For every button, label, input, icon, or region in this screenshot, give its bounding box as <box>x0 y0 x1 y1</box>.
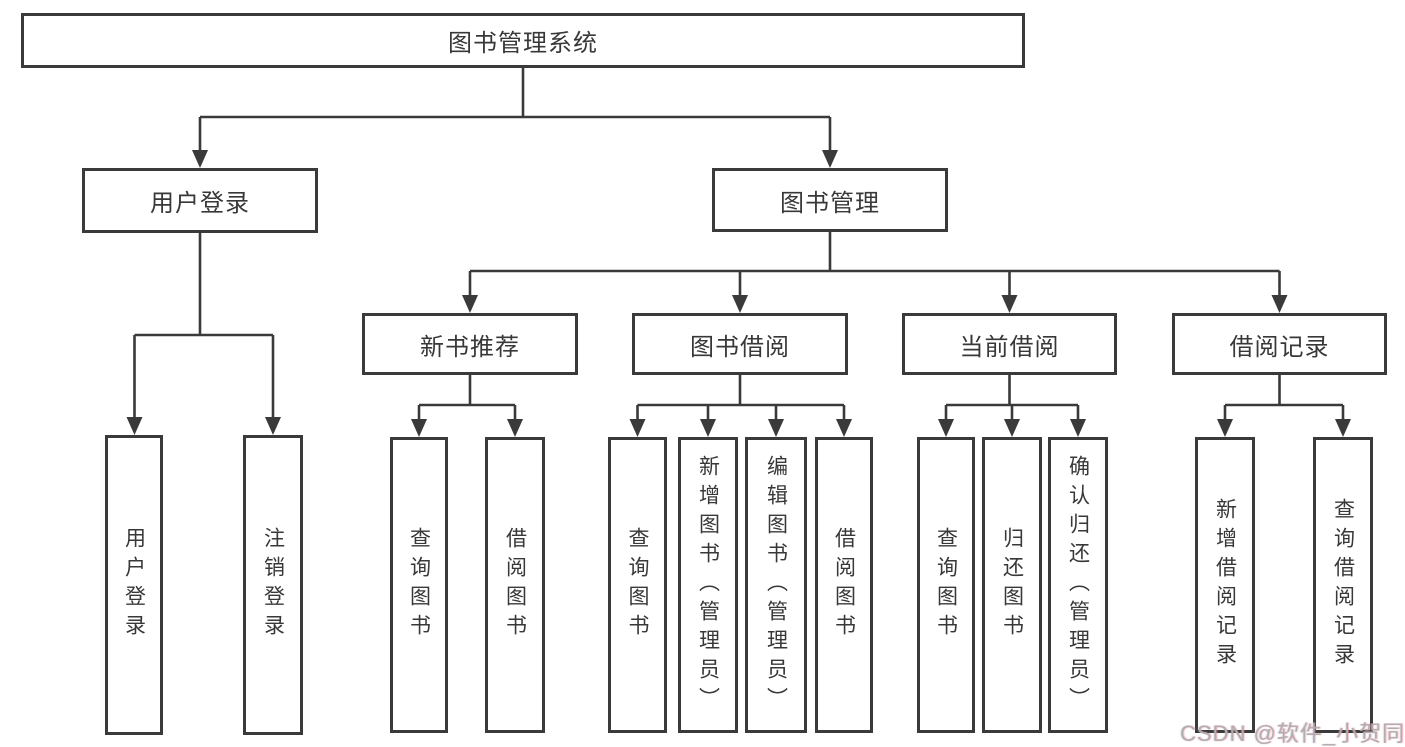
leaf-label: 借阅图书 <box>503 527 527 643</box>
node-return-books: 归还图书 <box>982 437 1042 733</box>
node-user-login: 用户登录 <box>82 168 318 233</box>
node-query-books-recommend: 查询图书 <box>390 437 448 733</box>
leaf-label: 确认归还（管理员） <box>1066 454 1090 716</box>
node-edit-books-admin: 编辑图书（管理员） <box>745 437 807 733</box>
leaf-label: 新增借阅记录 <box>1213 498 1237 672</box>
node-new-book-recommend: 新书推荐 <box>362 313 578 375</box>
leaf-label: 注销登录 <box>261 527 285 643</box>
leaf-label: 用户登录 <box>122 527 146 643</box>
node-library-management-system: 图书管理系统 <box>21 13 1025 68</box>
leaf-label: 查询借阅记录 <box>1331 498 1355 672</box>
node-borrow-books-recommend: 借阅图书 <box>485 437 545 733</box>
node-confirm-return-admin: 确认归还（管理员） <box>1048 437 1108 733</box>
node-add-books-admin: 新增图书（管理员） <box>678 437 738 733</box>
node-book-management: 图书管理 <box>712 168 948 232</box>
leaf-label: 归还图书 <box>1000 527 1024 643</box>
leaf-label: 查询图书 <box>407 527 431 643</box>
leaf-label: 借阅图书 <box>832 527 856 643</box>
node-user-login-leaf: 用户登录 <box>105 435 163 735</box>
leaf-label: 编辑图书（管理员） <box>764 454 788 716</box>
node-book-borrowing: 图书借阅 <box>632 313 848 375</box>
csdn-watermark: CSDN @软件_小贺同学 <box>1180 721 1405 746</box>
leaf-label: 新增图书（管理员） <box>696 454 720 716</box>
node-query-books-borrowing: 查询图书 <box>608 437 667 733</box>
node-current-borrowing: 当前借阅 <box>902 313 1117 375</box>
arrowhead-icons <box>126 150 1351 437</box>
node-borrow-books-leaf: 借阅图书 <box>815 437 873 733</box>
node-logout-leaf: 注销登录 <box>243 435 303 735</box>
node-add-borrow-record: 新增借阅记录 <box>1195 437 1255 733</box>
leaf-label: 查询图书 <box>934 527 958 643</box>
node-query-borrow-record: 查询借阅记录 <box>1313 437 1373 733</box>
node-borrowing-records: 借阅记录 <box>1172 313 1387 375</box>
node-query-books-current: 查询图书 <box>917 437 975 733</box>
leaf-label: 查询图书 <box>626 527 649 643</box>
